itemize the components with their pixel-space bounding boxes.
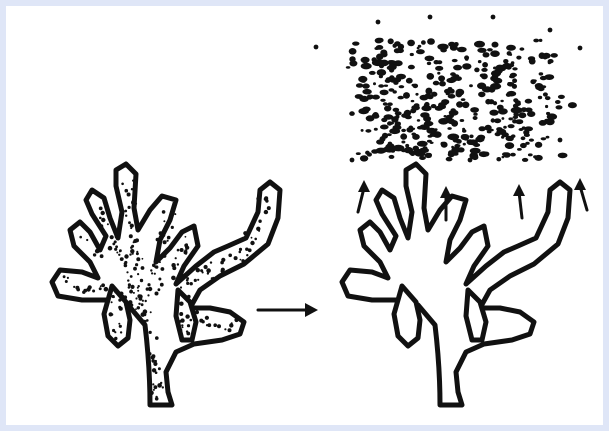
up-arrow-icon xyxy=(574,178,587,210)
right-arrow-icon xyxy=(258,303,318,317)
up-arrow-icon xyxy=(358,180,370,212)
up-arrow-icon xyxy=(513,184,525,218)
bleached-coral-icon xyxy=(342,164,570,405)
coral-with-algae-icon xyxy=(52,164,280,405)
expelled-algae-particles-icon xyxy=(314,15,583,163)
